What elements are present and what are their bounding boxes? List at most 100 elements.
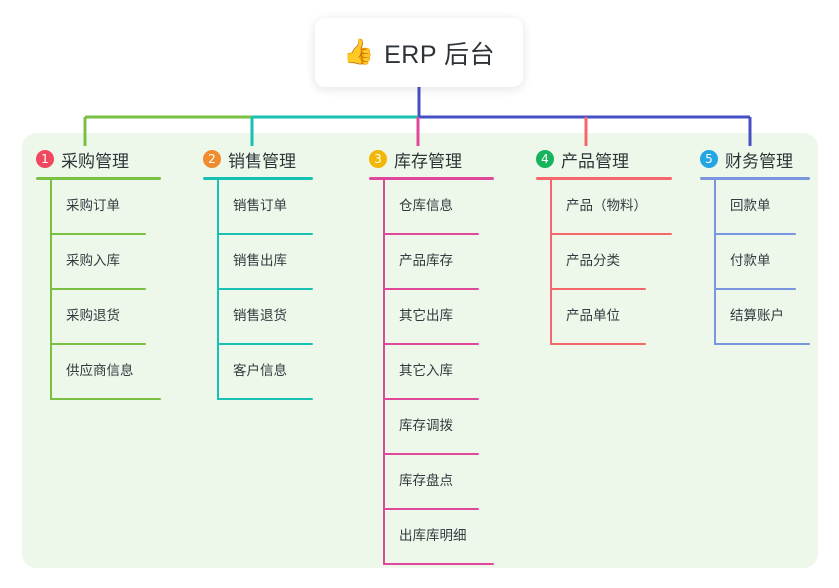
branch-leaf[interactable]: 销售退货: [217, 290, 313, 345]
branch-leaf[interactable]: 仓库信息: [383, 180, 494, 235]
branch-leaf-rule: [714, 343, 810, 345]
branches-panel: [22, 133, 818, 568]
branch-leaf-rule: [50, 288, 146, 290]
branch-leaf-label: 采购订单: [66, 198, 120, 213]
branch-leaf-rule: [550, 343, 646, 345]
branch-leaf-label: 仓库信息: [399, 198, 453, 213]
branch-column-财务管理: 5 财务管理回款单付款单结算账户: [700, 146, 810, 345]
branch-leaf-rule: [217, 233, 313, 235]
branch-leaf[interactable]: 客户信息: [217, 345, 313, 400]
branch-leaf[interactable]: 产品单位: [550, 290, 672, 345]
branch-leaf-rule: [383, 563, 494, 565]
branch-title: 销售管理: [228, 151, 296, 171]
branch-title: 采购管理: [61, 151, 129, 171]
branch-leaf-label: 库存调拨: [399, 418, 453, 433]
branch-header-rule: [536, 177, 672, 180]
branch-column-采购管理: 1 采购管理采购订单采购入库采购退货供应商信息: [36, 146, 161, 400]
branch-leaf-label: 付款单: [730, 253, 771, 268]
branch-leaf-rule: [383, 233, 479, 235]
branch-leaf-label: 采购退货: [66, 308, 120, 323]
branch-leaf-label: 销售订单: [233, 198, 287, 213]
branch-header[interactable]: 2 销售管理: [203, 146, 313, 172]
thumbs-up-icon: 👍: [342, 38, 375, 66]
branch-leaf-rule: [50, 398, 161, 400]
branch-leaf-rule: [50, 233, 146, 235]
branch-header-rule: [700, 177, 810, 180]
branch-leaf-rule: [714, 288, 796, 290]
branch-column-产品管理: 4 产品管理产品（物料） 产品分类产品单位: [536, 146, 672, 345]
branch-leaf[interactable]: 其它入库: [383, 345, 494, 400]
root-node[interactable]: 👍 ERP 后台: [315, 18, 523, 87]
branch-leaf-label: 产品单位: [566, 308, 620, 323]
branch-title: 库存管理: [394, 151, 462, 171]
branch-leaf[interactable]: 库存盘点: [383, 455, 494, 510]
branch-header[interactable]: 3 库存管理: [369, 146, 494, 172]
branch-leaf-label: 其它入库: [399, 363, 453, 378]
branch-leaf-rule: [714, 233, 796, 235]
branch-leaf-rule: [383, 343, 479, 345]
branch-leaf-label: 产品库存: [399, 253, 453, 268]
branch-index-badge: 5: [700, 150, 718, 168]
branch-leaf-label: 产品分类: [566, 253, 620, 268]
branch-leaf-rule: [217, 288, 313, 290]
branch-leaf-label: 出库库明细: [399, 528, 467, 543]
branch-leaf-rule: [217, 398, 313, 400]
branch-leaf-rule: [50, 343, 146, 345]
branch-leaf[interactable]: 其它出库: [383, 290, 494, 345]
branch-column-销售管理: 2 销售管理销售订单销售出库销售退货客户信息: [203, 146, 313, 400]
branch-index-badge: 1: [36, 150, 54, 168]
branch-leaf[interactable]: 产品（物料）: [550, 180, 672, 235]
branch-body: 回款单付款单结算账户: [714, 180, 810, 345]
branch-header-rule: [203, 177, 313, 180]
branch-leaf[interactable]: 采购退货: [50, 290, 161, 345]
branch-body: 仓库信息产品库存其它出库其它入库库存调拨库存盘点出库库明细: [383, 180, 494, 565]
branch-leaf-label: 销售出库: [233, 253, 287, 268]
branch-spine: [550, 180, 552, 345]
branch-leaf-label: 销售退货: [233, 308, 287, 323]
branch-leaf-label: 回款单: [730, 198, 771, 213]
branch-leaf-label: 供应商信息: [66, 363, 134, 378]
branch-leaf[interactable]: 销售出库: [217, 235, 313, 290]
branch-leaf-rule: [383, 453, 479, 455]
branch-body: 产品（物料） 产品分类产品单位: [550, 180, 672, 345]
branch-index-badge: 2: [203, 150, 221, 168]
branch-leaf[interactable]: 产品分类: [550, 235, 672, 290]
branch-index-badge: 4: [536, 150, 554, 168]
branch-leaf[interactable]: 采购入库: [50, 235, 161, 290]
branch-header[interactable]: 4 产品管理: [536, 146, 672, 172]
branch-leaf-rule: [550, 233, 672, 235]
branch-header[interactable]: 1 采购管理: [36, 146, 161, 172]
branch-leaf-label: 结算账户: [730, 308, 784, 323]
branch-leaf-label: 其它出库: [399, 308, 453, 323]
branch-leaf-label: 采购入库: [66, 253, 120, 268]
branch-leaf[interactable]: 回款单: [714, 180, 810, 235]
branch-leaf-label: 库存盘点: [399, 473, 453, 488]
branch-title: 产品管理: [561, 151, 629, 171]
branch-header-rule: [369, 177, 494, 180]
branch-spine: [714, 180, 716, 345]
branch-leaf-label: 客户信息: [233, 363, 287, 378]
branch-column-库存管理: 3 库存管理仓库信息产品库存其它出库其它入库库存调拨库存盘点出库库明细: [369, 146, 494, 565]
branch-title: 财务管理: [725, 151, 793, 171]
branch-leaf-label: 产品（物料）: [566, 198, 647, 213]
branch-leaf[interactable]: 库存调拨: [383, 400, 494, 455]
branch-leaf[interactable]: 采购订单: [50, 180, 161, 235]
branch-leaf[interactable]: 结算账户: [714, 290, 810, 345]
root-title: ERP 后台: [384, 40, 496, 69]
branch-index-badge: 3: [369, 150, 387, 168]
branch-leaf[interactable]: 付款单: [714, 235, 810, 290]
branch-leaf[interactable]: 出库库明细: [383, 510, 494, 565]
branch-spine: [383, 180, 385, 565]
branch-spine: [217, 180, 219, 400]
branch-leaf[interactable]: 销售订单: [217, 180, 313, 235]
branch-leaf-rule: [383, 288, 479, 290]
branch-leaf[interactable]: 产品库存: [383, 235, 494, 290]
branch-leaf-rule: [550, 288, 646, 290]
branch-leaf[interactable]: 供应商信息: [50, 345, 161, 400]
branch-header[interactable]: 5 财务管理: [700, 146, 810, 172]
branch-leaf-rule: [383, 508, 479, 510]
branch-header-rule: [36, 177, 161, 180]
branch-spine: [50, 180, 52, 400]
branch-body: 销售订单销售出库销售退货客户信息: [217, 180, 313, 400]
